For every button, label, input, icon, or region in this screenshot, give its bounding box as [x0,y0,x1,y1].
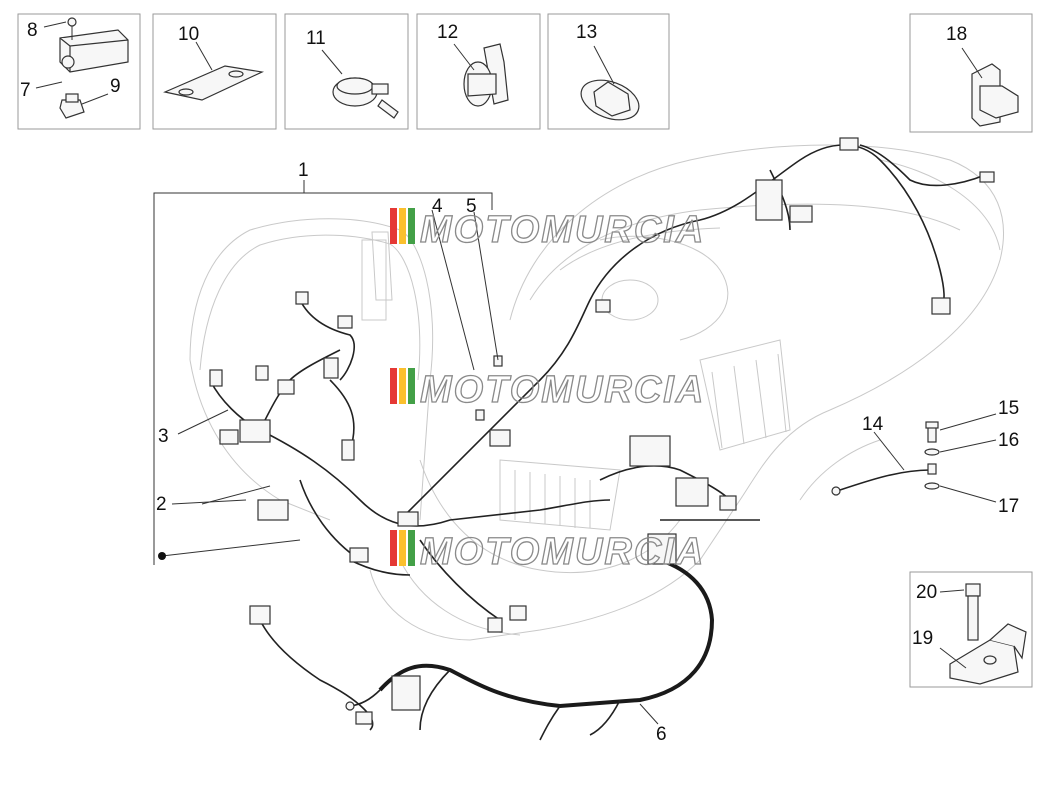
part-box-13 [547,13,670,130]
callout-1: 1 [298,160,309,181]
callout-2: 2 [156,494,167,515]
callout-14: 14 [862,414,884,435]
callout-6: 6 [656,724,667,745]
callout-5: 5 [466,196,477,217]
part-box-7-8-9 [17,13,141,130]
callout-12: 12 [437,22,458,43]
bullet-marker [158,552,166,560]
callout-9: 9 [110,76,121,97]
watermark-2: MOTOMURCIA [390,368,705,412]
callout-3: 3 [158,426,169,447]
watermark-3: MOTOMURCIA [390,530,705,574]
part-box-12 [416,13,541,130]
watermark-text: MOTOMURCIA [420,369,705,411]
callout-8: 8 [27,20,38,41]
watermark-text: MOTOMURCIA [420,531,705,573]
main-wiring-harness [209,137,995,633]
part-box-10 [152,13,277,130]
part-box-18 [909,13,1033,133]
callout-4: 4 [432,196,443,217]
callout-labels: 8 7 9 10 11 12 13 18 1 4 5 3 2 14 15 16 … [20,20,1019,745]
watermark-text: MOTOMURCIA [420,209,705,251]
callout-19: 19 [912,628,933,649]
callout-7: 7 [20,80,31,101]
leader-lines [161,209,659,725]
callout-15: 15 [998,398,1019,419]
secondary-harness [249,533,715,741]
main-harness-frame [153,180,493,565]
callout-16: 16 [998,430,1019,451]
scooter-body-outline [369,144,1004,641]
callout-11: 11 [306,28,326,49]
callout-10: 10 [178,24,199,45]
callout-17: 17 [998,496,1019,517]
ground-cable [831,413,997,503]
part-box-19-20 [909,571,1033,688]
callout-20: 20 [916,582,937,603]
front-shield-outline [189,218,434,521]
watermark-1: MOTOMURCIA [390,208,705,252]
part-box-11 [284,13,409,130]
callout-18: 18 [946,24,967,45]
callout-13: 13 [576,22,597,43]
